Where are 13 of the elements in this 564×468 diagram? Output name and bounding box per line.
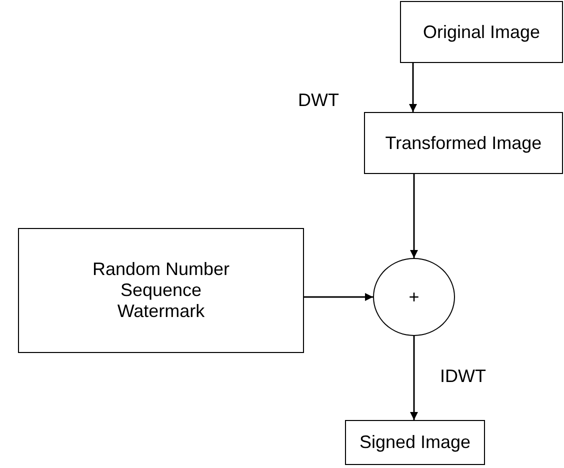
process-box (345, 420, 485, 465)
box-label: Original Image (422, 22, 540, 42)
box-label: Signed Image (359, 432, 471, 453)
arrow (304, 293, 373, 301)
operator-symbol: + (408, 286, 420, 308)
arrow (410, 336, 418, 420)
process-box (18, 228, 304, 353)
box-label: Transformed Image (385, 132, 542, 154)
box-label: Random Number Sequence Watermark (91, 259, 231, 322)
arrow (409, 63, 417, 112)
process-box (400, 1, 563, 63)
process-box (364, 112, 563, 174)
arrow (410, 174, 418, 258)
